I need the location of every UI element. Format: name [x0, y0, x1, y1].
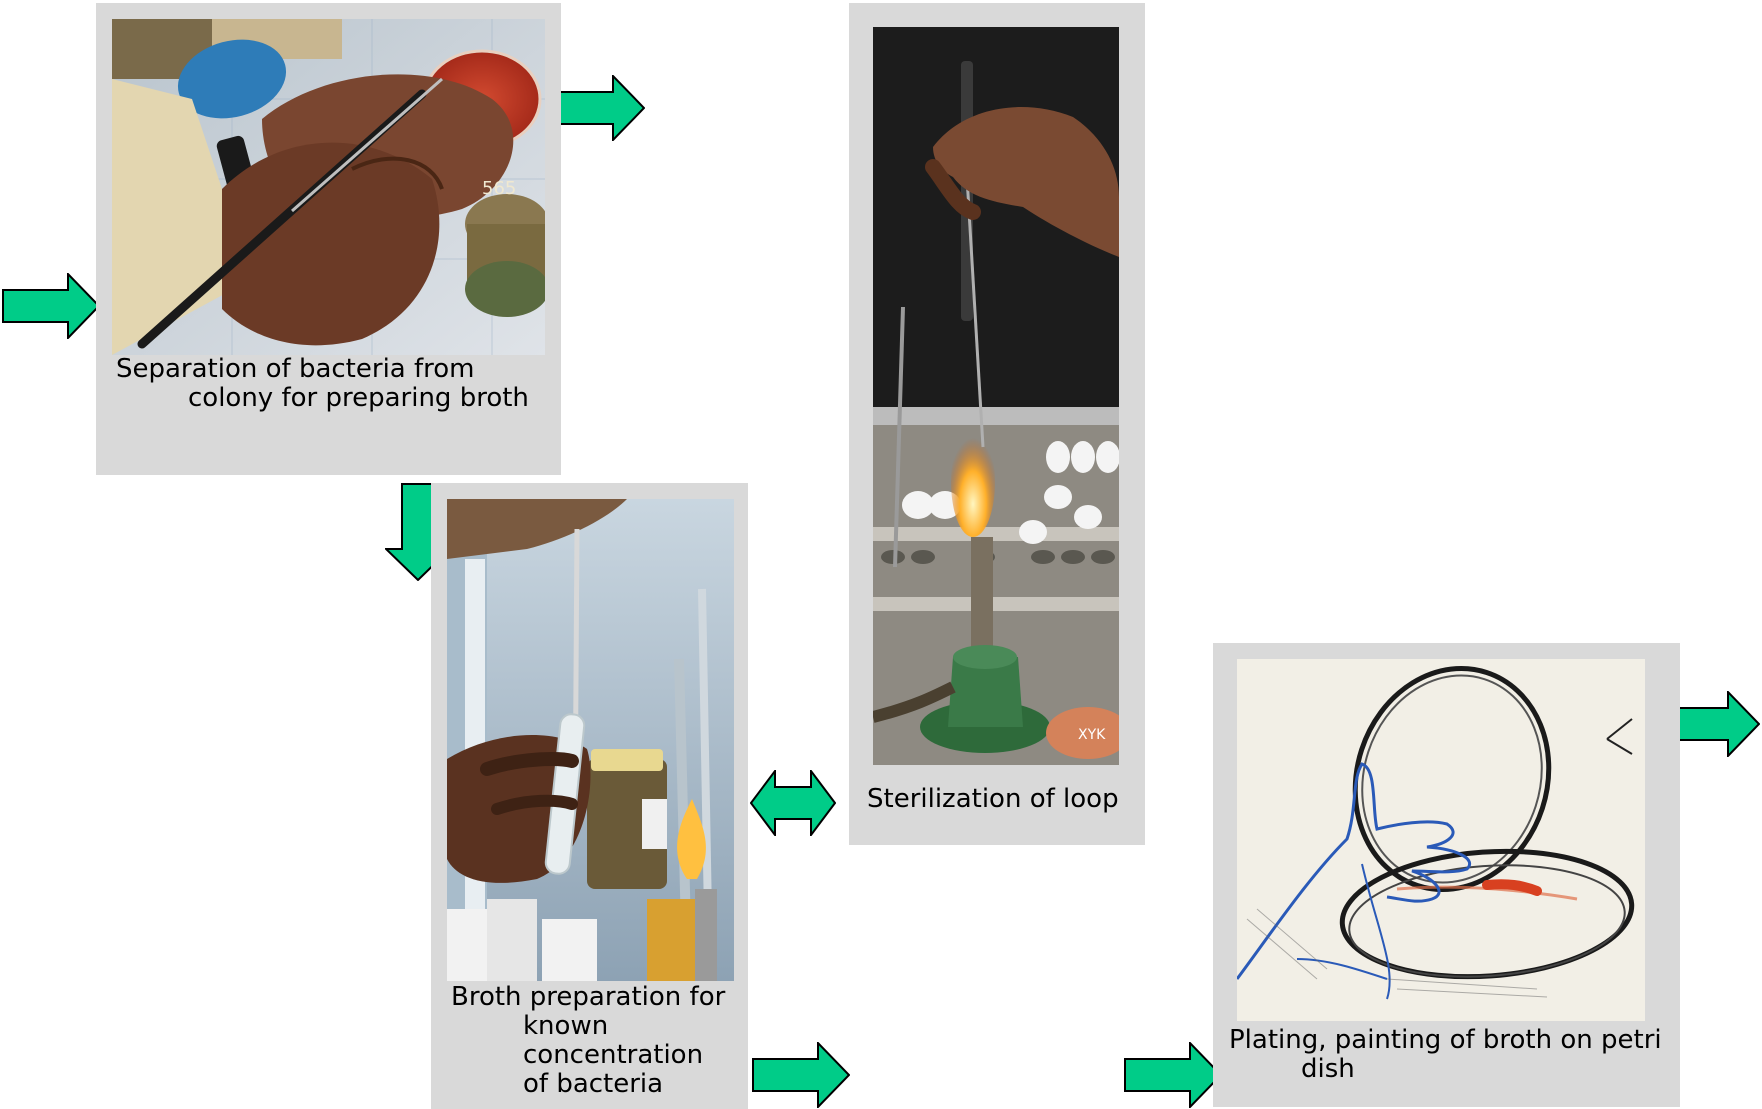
double-arrow-icon [750, 770, 836, 836]
right-arrow-icon [547, 75, 645, 141]
caption-line: Sterilization of loop [867, 785, 1119, 814]
step-caption: Sterilization of loop [867, 785, 1119, 814]
step-panel-separation: 565 Separation of bacteria from colony f… [96, 3, 561, 475]
hands-loop-petri-dish-photo: 565 [112, 19, 545, 355]
caption-line: concentration [451, 1041, 725, 1070]
step-panel-sterilization: XYK Sterilization of loop [849, 3, 1145, 845]
step-panel-plating: Plating, painting of broth on petri dish [1213, 643, 1680, 1107]
petri-dish-sketch [1237, 659, 1645, 1021]
entry-arrow-icon [2, 273, 100, 339]
hand-test-tube-photo [447, 499, 734, 981]
dish-mark-label: XYK [1078, 727, 1106, 743]
caption-line: colony for preparing broth [116, 384, 529, 413]
caption-line: of bacteria [451, 1070, 725, 1099]
right-arrow-icon [1124, 1042, 1222, 1108]
caption-line: dish [1229, 1055, 1662, 1084]
caption-line: Plating, painting of broth on petri [1229, 1026, 1662, 1055]
step-caption: Broth preparation for known concentratio… [451, 983, 725, 1099]
step-caption: Separation of bacteria from colony for p… [116, 355, 529, 413]
jar-number-label: 565 [482, 178, 516, 199]
step-panel-broth: Broth preparation for known concentratio… [431, 483, 748, 1109]
loop-over-flame-photo: XYK [873, 27, 1119, 765]
caption-line: Separation of bacteria from [116, 355, 529, 384]
caption-line: Broth preparation for [451, 983, 725, 1012]
caption-line: known [451, 1012, 725, 1041]
step-caption: Plating, painting of broth on petri dish [1229, 1026, 1662, 1084]
right-arrow-icon [752, 1042, 850, 1108]
